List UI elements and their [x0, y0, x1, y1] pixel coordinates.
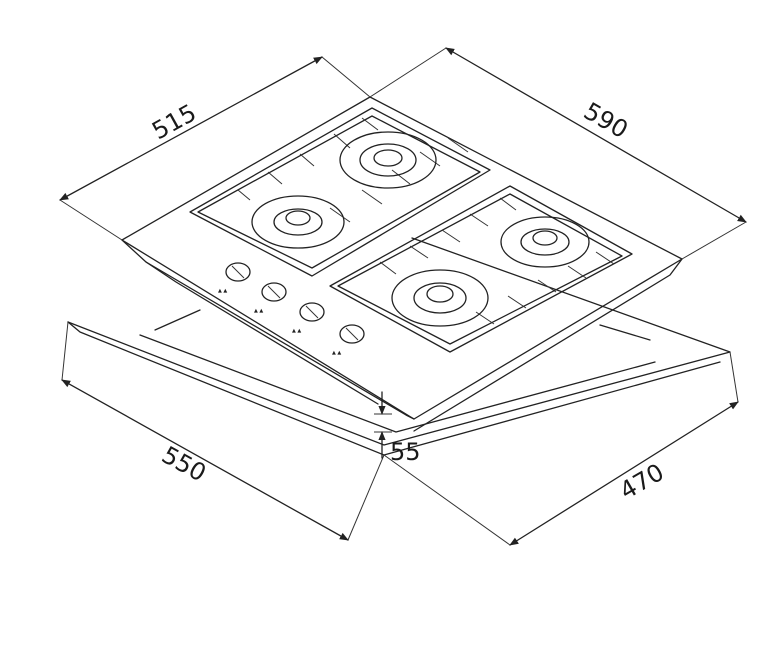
cutout-outline	[67, 237, 731, 456]
control-knob-2: ▲ ▲	[254, 282, 287, 314]
burner-front-left	[251, 195, 345, 249]
pan-support-right	[329, 185, 633, 353]
dimension-label-590: 590	[579, 97, 633, 144]
svg-text:▲ ▲: ▲ ▲	[292, 328, 301, 334]
hob-top-plate	[121, 96, 683, 432]
pan-support-left	[189, 107, 491, 277]
svg-text:▲ ▲: ▲ ▲	[218, 288, 227, 294]
control-knob-3: ▲ ▲	[292, 302, 325, 334]
burner-rear-right	[500, 216, 590, 268]
control-knob-4: ▲ ▲	[332, 324, 365, 356]
dimension-55: 55	[374, 391, 421, 466]
dimension-515: 515	[59, 56, 371, 241]
dimension-label-550: 550	[157, 441, 211, 488]
dimension-label-470: 470	[615, 458, 669, 505]
control-knob-1: ▲ ▲	[218, 262, 251, 294]
dimension-label-55: 55	[390, 438, 421, 466]
burner-front-right	[391, 269, 489, 327]
svg-text:▲ ▲: ▲ ▲	[332, 350, 341, 356]
dimension-470: 470	[383, 351, 739, 546]
svg-text:▲ ▲: ▲ ▲	[254, 308, 263, 314]
burner-rear-left	[339, 131, 437, 189]
dimension-590: 590	[369, 47, 747, 260]
